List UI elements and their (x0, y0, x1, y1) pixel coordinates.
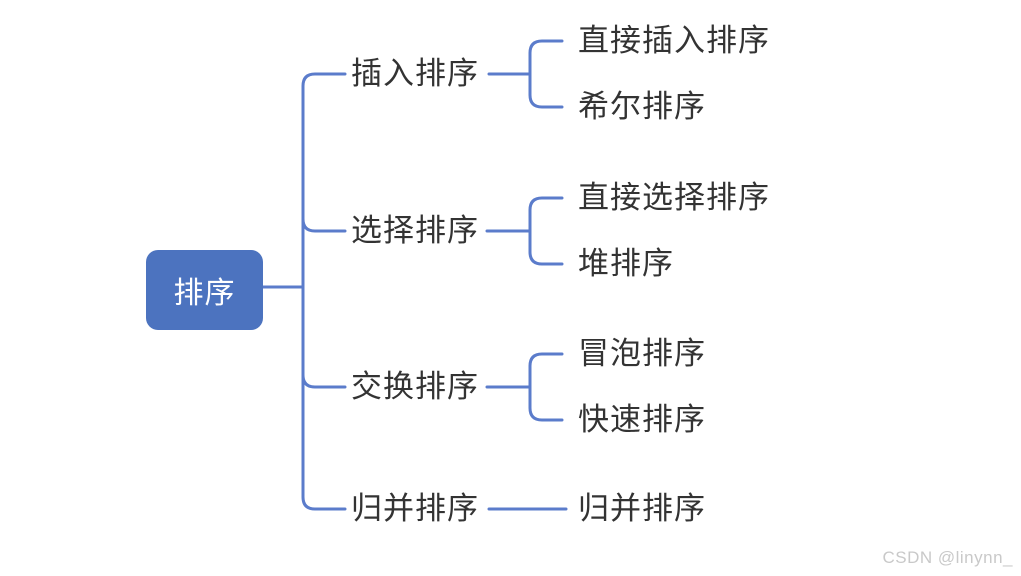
root-node-label: 排序 (173, 277, 236, 310)
branch-selection-elbow-line (301, 217, 347, 233)
selection-children-bracket-line (528, 196, 564, 266)
watermark: CSDN @linynn_ (882, 548, 1013, 567)
leaf-node-heap-sort[interactable]: 堆排序 (578, 246, 674, 281)
exchange-children-bracket-line (528, 352, 564, 422)
insertion-children-bracket-line (528, 39, 564, 109)
branch-node-selection-sort[interactable]: 选择排序 (351, 213, 479, 248)
trunk-line (301, 72, 347, 511)
branch-node-insertion-sort[interactable]: 插入排序 (351, 56, 479, 91)
root-node-sorting[interactable]: 排序 (146, 250, 263, 330)
leaf-node-direct-insertion-sort[interactable]: 直接插入排序 (578, 23, 770, 58)
branch-node-exchange-sort[interactable]: 交换排序 (351, 369, 479, 404)
leaf-node-merge-sort[interactable]: 归并排序 (578, 491, 706, 526)
branch-node-merge-sort[interactable]: 归并排序 (351, 491, 479, 526)
branch-exchange-elbow-line (301, 373, 347, 389)
leaf-node-bubble-sort[interactable]: 冒泡排序 (578, 336, 706, 371)
leaf-node-quick-sort[interactable]: 快速排序 (578, 402, 706, 437)
leaf-node-shell-sort[interactable]: 希尔排序 (578, 89, 706, 124)
leaf-node-direct-selection-sort[interactable]: 直接选择排序 (578, 180, 770, 215)
